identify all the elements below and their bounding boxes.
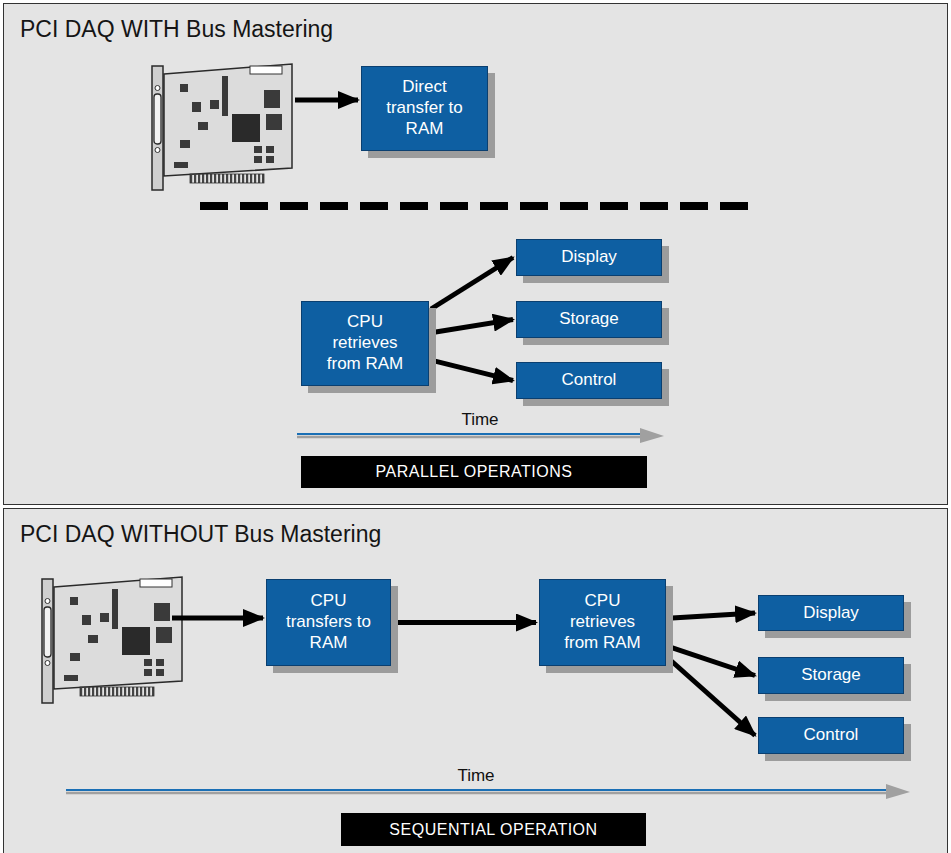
process-box: Storage <box>516 301 662 338</box>
box-label: SEQUENTIAL OPERATION <box>389 820 597 840</box>
flow-arrow <box>431 258 513 310</box>
time-axis <box>66 789 898 791</box>
time-axis-shadow <box>297 436 652 439</box>
box-label: Direct transfer to RAM <box>384 77 466 139</box>
process-box: Display <box>516 239 662 276</box>
caption-bar: PARALLEL OPERATIONS <box>301 456 647 488</box>
axis-label: Time <box>457 766 494 786</box>
divider-dashed-line <box>200 202 760 210</box>
transfer-arrow <box>295 98 358 103</box>
process-box: Storage <box>758 657 904 694</box>
transfer-arrow <box>172 616 263 621</box>
flow-arrow <box>431 360 513 380</box>
process-box: CPU transfers to RAM <box>266 579 391 666</box>
box-label: CPU retrieves from RAM <box>560 591 646 653</box>
process-box: Control <box>516 362 662 399</box>
time-arrowhead <box>640 428 664 443</box>
process-box: Direct transfer to RAM <box>361 66 488 151</box>
flow-arrow <box>393 620 536 625</box>
box-label: Display <box>561 247 617 268</box>
caption-bar: SEQUENTIAL OPERATION <box>341 813 646 846</box>
panel-title: PCI DAQ WITHOUT Bus Mastering <box>20 521 381 548</box>
flow-arrow <box>668 658 755 736</box>
box-label: PARALLEL OPERATIONS <box>376 462 573 482</box>
box-label: Display <box>803 603 859 624</box>
time-axis-shadow <box>66 792 898 795</box>
box-label: Storage <box>801 665 861 686</box>
box-label: CPU retrieves from RAM <box>322 312 408 374</box>
panel-title: PCI DAQ WITH Bus Mastering <box>20 16 333 43</box>
daq-card-illustration <box>42 577 182 703</box>
axis-label: Time <box>461 410 498 430</box>
time-axis <box>297 433 652 435</box>
diagram-panel: PCI DAQ WITH Bus MasteringDirect transfe… <box>3 3 948 505</box>
time-arrowhead <box>886 784 910 799</box>
process-box: Control <box>758 717 904 754</box>
daq-card-illustration <box>152 64 292 190</box>
flow-arrow <box>431 320 513 333</box>
box-label: Storage <box>559 309 619 330</box>
process-box: Display <box>758 595 904 631</box>
process-box: CPU retrieves from RAM <box>301 301 429 386</box>
box-label: Control <box>562 370 617 391</box>
flow-arrow <box>668 613 755 618</box>
box-label: Control <box>804 725 859 746</box>
box-label: CPU transfers to RAM <box>286 591 372 653</box>
process-box: CPU retrieves from RAM <box>539 579 666 666</box>
